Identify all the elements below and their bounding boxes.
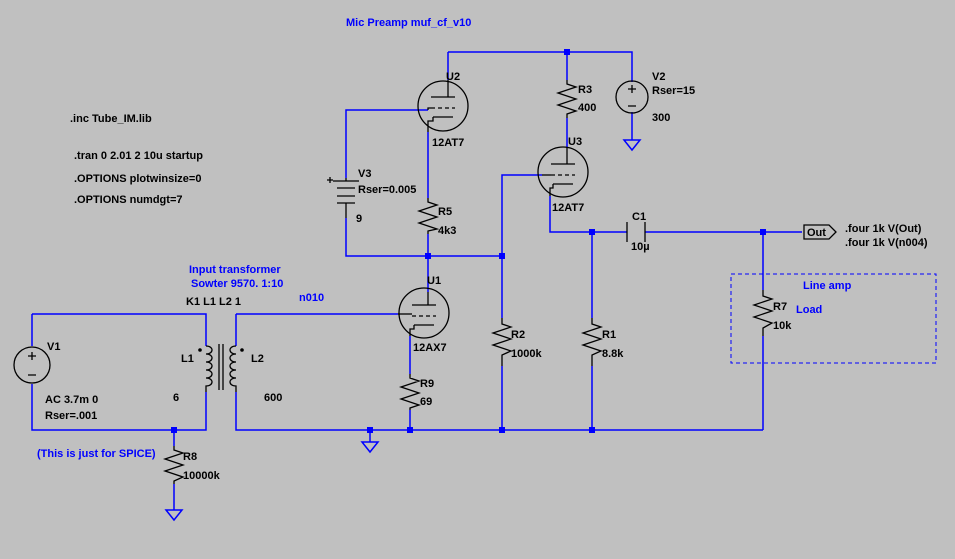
resistor-r1 [580,318,604,366]
v2-value2: 300 [652,112,670,124]
v3-name: V3 [358,168,371,180]
u3-name: U3 [568,136,582,148]
transformer-l1-l2 [198,344,244,392]
r2-name: R2 [511,329,525,341]
r5-name: R5 [438,206,452,218]
r1-name: R1 [602,329,616,341]
v2-name: V2 [652,71,665,83]
resistor-r7 [751,290,775,336]
resistor-r2 [490,318,514,366]
net-label-n010: n010 [299,292,324,304]
voltage-source-v1 [13,346,51,384]
line-amp-label: Line amp [803,280,852,292]
directive-plotwinsize: .OPTIONS plotwinsize=0 [74,173,201,185]
schematic-title: Mic Preamp muf_cf_v10 [346,17,471,29]
v1-value1: AC 3.7m 0 [45,394,98,406]
r1-value: 8.8k [602,348,624,360]
transformer-pin-labels: K1 L1 L2 1 [186,296,241,308]
v1-name: V1 [47,341,60,353]
r5-value: 4k3 [438,225,456,237]
v3-value2: 9 [356,213,362,225]
r9-value: 69 [420,396,432,408]
r3-name: R3 [578,84,592,96]
battery-v3 [327,177,359,218]
r8-value: 10000k [183,470,221,482]
directive-four-out: .four 1k V(Out) [845,223,922,235]
directive-tran: .tran 0 2.01 2 10u startup [74,150,203,162]
c1-name: C1 [632,211,646,223]
junctions [171,49,766,433]
r3-value: 400 [578,102,596,114]
u1-name: U1 [427,275,441,287]
resistor-r3 [555,80,579,118]
resistor-r8 [162,446,186,484]
voltage-source-v2 [615,80,649,114]
r7-name: R7 [773,301,787,313]
tube-u3 [537,146,589,198]
u2-value: 12AT7 [432,137,464,149]
tube-u1 [398,287,450,339]
r7-value: 10k [773,320,792,332]
v2-value1: Rser=15 [652,85,695,97]
l2-value: 600 [264,392,282,404]
tube-u2 [417,80,469,132]
wires [31,51,802,510]
spice-note: (This is just for SPICE) [37,448,156,460]
l2-name: L2 [251,353,264,365]
capacitor-c1 [626,222,646,242]
r9-name: R9 [420,378,434,390]
directive-inc: .inc Tube_IM.lib [70,113,152,125]
load-label: Load [796,304,822,316]
v1-value2: Rser=.001 [45,410,97,422]
l1-value: 6 [173,392,179,404]
resistor-r5 [416,198,440,234]
u1-value: 12AX7 [413,342,447,354]
transformer-note-line2: Sowter 9570. 1:10 [191,278,283,290]
u2-name: U2 [446,71,460,83]
directive-four-n004: .four 1k V(n004) [845,237,928,249]
r8-name: R8 [183,451,197,463]
directive-numdgt: .OPTIONS numdgt=7 [74,194,182,206]
c1-value: 10µ [631,241,650,253]
r2-value: 1000k [511,348,542,360]
out-port [803,224,837,240]
ground-icon [164,139,642,522]
u3-value: 12AT7 [552,202,584,214]
v3-value1: Rser=0.005 [358,184,416,196]
out-port-label: Out [807,227,826,239]
l1-name: L1 [181,353,194,365]
transformer-note-line1: Input transformer [189,264,281,276]
resistor-r9 [398,374,422,410]
